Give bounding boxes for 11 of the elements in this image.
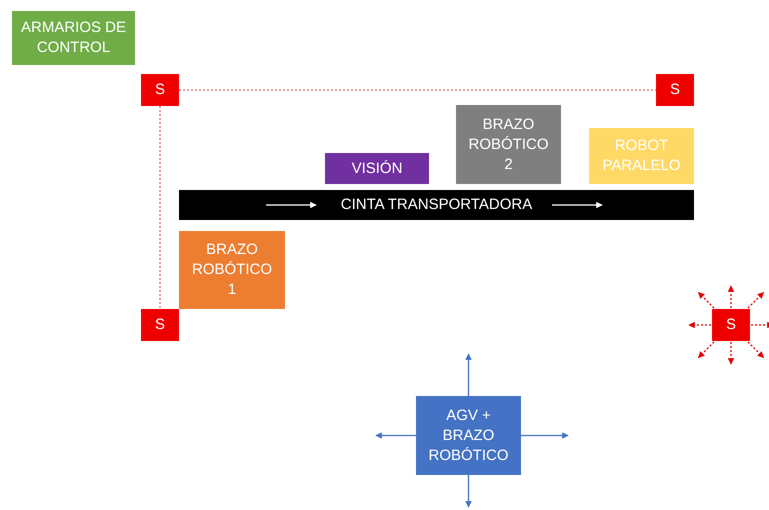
- sensor-box: S: [141, 309, 179, 341]
- sensor-box: S: [141, 74, 179, 106]
- robot-arm-box: BRAZO ROBÓTICO 1: [179, 231, 285, 309]
- sensor-box: S: [712, 309, 750, 341]
- robot-arm-box: BRAZO ROBÓTICO 2: [456, 105, 561, 184]
- sensor-box: S: [656, 74, 694, 106]
- conveyor-belt: CINTA TRANSPORTADORA: [179, 190, 694, 220]
- control-cabinet-box: ARMARIOS DE CONTROL: [12, 11, 135, 65]
- agv-box: AGV + BRAZO ROBÓTICO: [416, 396, 521, 475]
- vision-box: VISIÓN: [325, 153, 429, 184]
- parallel-robot-box: ROBOT PARALELO: [589, 128, 694, 184]
